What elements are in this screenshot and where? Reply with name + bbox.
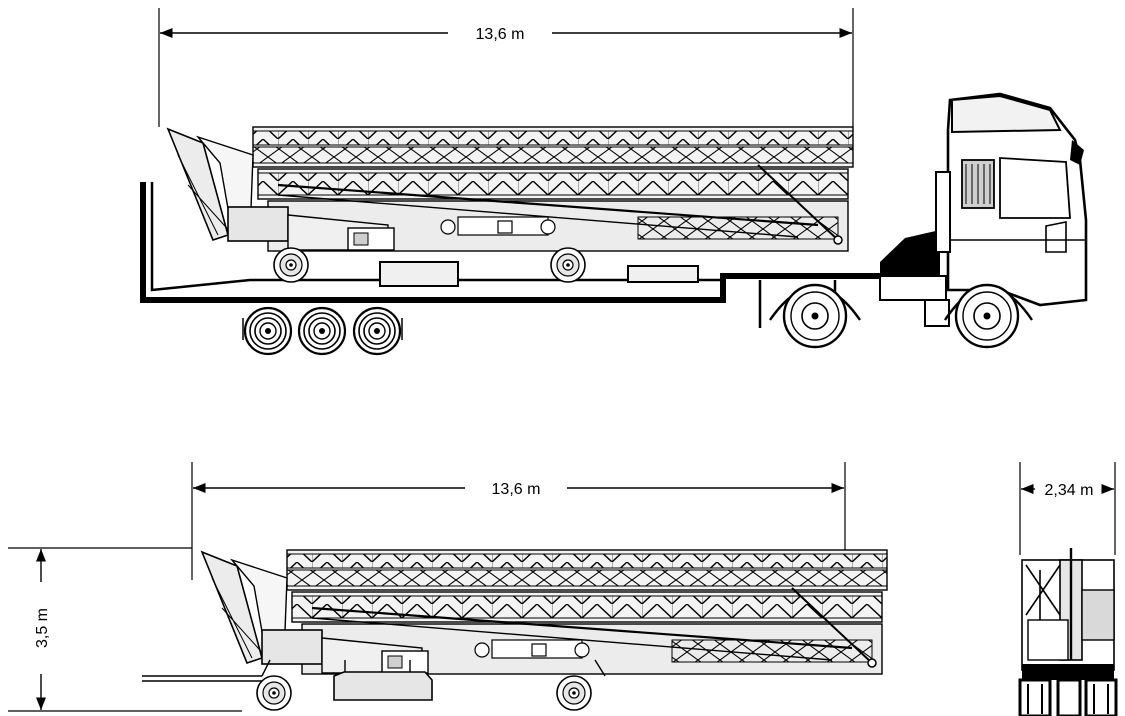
transport-side-view: 13,6 m [140,8,1088,356]
crane-front-view: 2,34 m [1018,462,1118,716]
crane-wheel-front [256,675,292,711]
crane-length-dimension: 13,6 m [193,481,844,498]
lowbed-trailer [140,182,905,356]
folded-crane-on-trailer [166,125,855,283]
crane-side-view: 13,6 m 3,5 m [8,462,889,712]
transport-length-label: 13,6 m [476,26,525,43]
crane-height-label: 3,5 m [34,608,51,648]
truck-tractor [769,92,1088,349]
folded-crane [200,548,889,676]
transport-length-dimension: 13,6 m [160,26,852,43]
crane-height-dimension: 3,5 m [8,547,242,712]
crane-wheel-rear [556,675,592,711]
trailer-wheel-2 [297,306,347,356]
trailer-wheel-1 [243,306,293,356]
crane-width-dimension: 2,34 m [1020,482,1114,499]
truck-front-wheel [954,283,1020,349]
crane-length-label: 13,6 m [492,481,541,498]
crane-width-label: 2,34 m [1045,482,1094,499]
trailer-wheel-3 [352,306,402,356]
truck-rear-wheel [782,283,848,349]
